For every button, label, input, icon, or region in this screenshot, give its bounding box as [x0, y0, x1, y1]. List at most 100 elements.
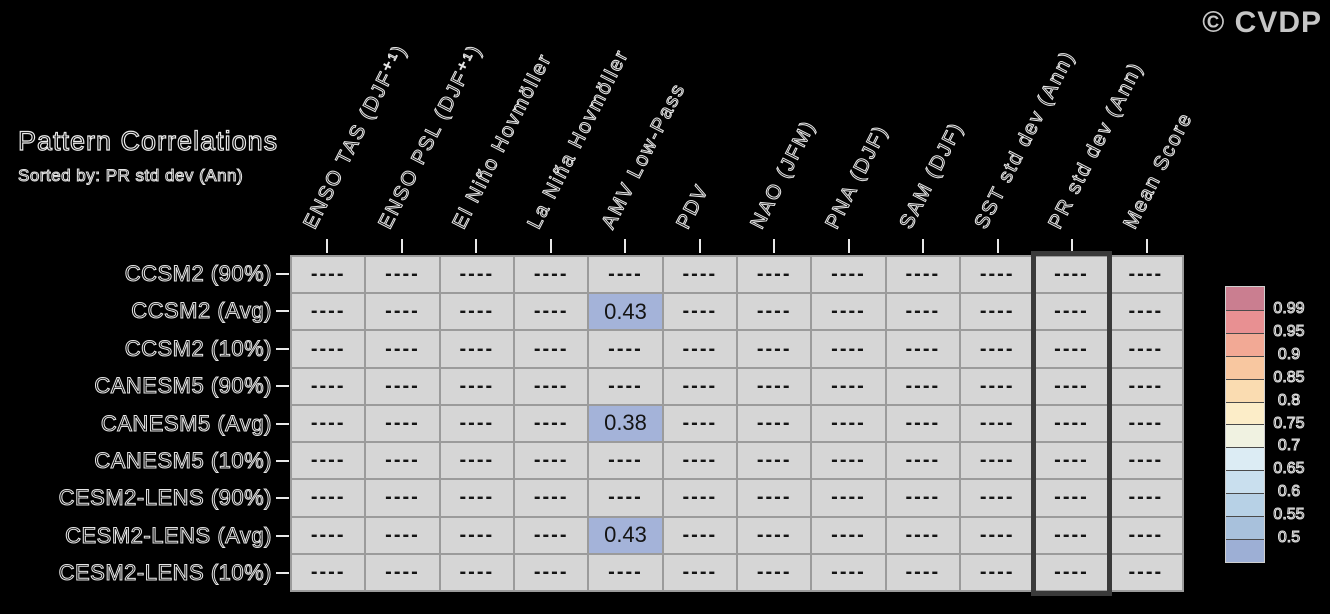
matrix-cell: 0.43	[589, 294, 662, 330]
matrix-cell: ----	[1109, 517, 1182, 553]
matrix-cell: ----	[440, 517, 513, 553]
matrix-cell: ----	[366, 517, 439, 553]
matrix-cell: ----	[589, 443, 662, 479]
matrix-cell: ----	[440, 554, 513, 590]
matrix-cell: ----	[515, 257, 588, 293]
column-tick	[475, 239, 478, 253]
matrix-cell: ----	[589, 368, 662, 404]
matrix-cell: ----	[292, 405, 365, 442]
matrix-cell: ----	[663, 294, 736, 330]
colorbar-tick-label: 0.5	[1277, 529, 1301, 547]
matrix-cell: ----	[961, 517, 1034, 553]
matrix-cell: ----	[589, 554, 662, 590]
matrix-cell: ----	[738, 554, 811, 590]
matrix-cell: ----	[589, 480, 662, 516]
colorbar-segment	[1226, 309, 1264, 333]
colorbar-tick-label: 0.99	[1273, 299, 1305, 317]
row-label: CCSM2 (90%)	[124, 260, 272, 286]
colorbar-segment	[1226, 287, 1264, 310]
matrix-cell: ----	[515, 517, 588, 553]
column-tick	[698, 239, 701, 253]
colorbar-tick-label: 0.9	[1277, 345, 1301, 363]
column-tick	[996, 239, 999, 253]
matrix-cell: ----	[738, 517, 811, 553]
matrix-cell: ----	[812, 257, 885, 293]
matrix-cell: ----	[1109, 294, 1182, 330]
matrix-cell: 0.43	[589, 517, 662, 553]
colorbar-segment	[1226, 378, 1264, 402]
colorbar-tick-label: 0.6	[1277, 483, 1301, 501]
colorbar-tick-label: 0.95	[1273, 322, 1305, 340]
matrix-cell: ----	[663, 554, 736, 590]
matrix-cell: ----	[812, 294, 885, 330]
matrix-cell: ----	[515, 405, 588, 442]
matrix-cell: ----	[738, 294, 811, 330]
colorbar-segment	[1226, 355, 1264, 379]
matrix-cell: ----	[961, 554, 1034, 590]
matrix-cell: ----	[1035, 257, 1108, 293]
matrix-cell: ----	[366, 554, 439, 590]
matrix-cell: ----	[812, 480, 885, 516]
colorbar-tick-label: 0.85	[1273, 368, 1305, 386]
matrix-cell: ----	[1035, 294, 1108, 330]
matrix-cell: ----	[1109, 257, 1182, 293]
matrix-cell: ----	[515, 331, 588, 367]
colorbar-tick-label: 0.7	[1277, 437, 1301, 455]
matrix-cell: ----	[663, 331, 736, 367]
row-tick	[276, 572, 289, 575]
colorbar-tick-label: 0.75	[1273, 414, 1305, 432]
matrix-cell: ----	[366, 443, 439, 479]
colorbar-segment	[1226, 538, 1264, 562]
matrix-cell: ----	[1109, 443, 1182, 479]
matrix-cell: ----	[738, 443, 811, 479]
column-tick	[1071, 239, 1074, 253]
matrix-cell: ----	[440, 480, 513, 516]
matrix-cell: ----	[366, 368, 439, 404]
matrix-cell: ----	[1035, 368, 1108, 404]
matrix-cell: ----	[961, 294, 1034, 330]
matrix-cell: ----	[663, 480, 736, 516]
column-tick	[549, 239, 552, 253]
row-label: CANESM5 (Avg)	[100, 410, 272, 436]
column-header: NAO (JFM)	[746, 116, 821, 233]
column-tick	[400, 239, 403, 253]
matrix-cell: ----	[812, 405, 885, 442]
matrix-cell: ----	[961, 443, 1034, 479]
column-tick	[1145, 239, 1148, 253]
matrix-cell: ----	[886, 405, 959, 442]
matrix-cell: ----	[366, 294, 439, 330]
colorbar	[1225, 286, 1265, 563]
colorbar-segment	[1226, 332, 1264, 356]
row-label: CESM2-LENS (10%)	[58, 560, 272, 586]
matrix-cell: ----	[886, 517, 959, 553]
page-title: Pattern Correlations	[17, 125, 279, 156]
column-tick	[326, 239, 329, 253]
matrix-cell: ----	[1035, 443, 1108, 479]
matrix-cell: ----	[886, 294, 959, 330]
matrix-cell: ----	[961, 368, 1034, 404]
colorbar-segment	[1226, 447, 1264, 471]
matrix-cell: ----	[663, 517, 736, 553]
matrix-cell: ----	[515, 294, 588, 330]
matrix-cell: ----	[738, 405, 811, 442]
colorbar-segment	[1226, 470, 1264, 494]
row-label: CANESM5 (10%)	[94, 447, 272, 473]
row-label: CESM2-LENS (90%)	[58, 485, 272, 511]
colorbar-segment	[1226, 424, 1264, 448]
row-tick	[276, 347, 289, 350]
colorbar-tick-label: 0.65	[1273, 460, 1305, 478]
matrix-cell: ----	[1035, 517, 1108, 553]
matrix-cell: ----	[589, 257, 662, 293]
column-header: PNA (DJF)	[821, 121, 893, 233]
column-tick	[624, 239, 627, 253]
matrix-cell: ----	[589, 331, 662, 367]
row-tick	[276, 459, 289, 462]
matrix-cell: ----	[663, 257, 736, 293]
matrix-cell: ----	[292, 331, 365, 367]
colorbar-segment	[1226, 493, 1264, 517]
matrix-cell: ----	[886, 257, 959, 293]
sort-subtitle: Sorted by: PR std dev (Ann)	[17, 166, 244, 186]
matrix-cell: ----	[1109, 331, 1182, 367]
matrix-cell: ----	[440, 443, 513, 479]
row-tick	[276, 272, 289, 275]
